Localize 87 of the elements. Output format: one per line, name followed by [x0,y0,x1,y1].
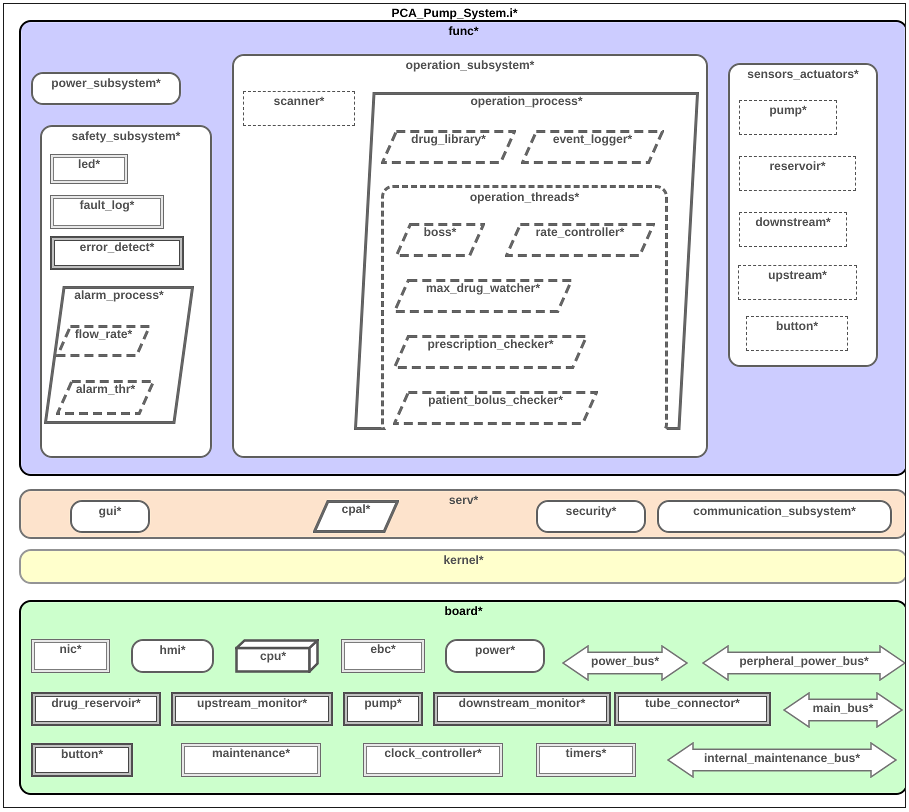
rounded-box [445,639,545,673]
node-label: sensors_actuators* [747,66,859,82]
dashed-box [738,265,857,300]
layer-panel [19,549,905,584]
node-label: safety_subsystem* [72,128,180,144]
node-label: max_drug_watcher* [426,280,540,296]
node-label: scanner* [274,93,324,109]
node-label: button* [776,318,818,334]
dashed-rounded-box [381,185,668,430]
beveled-box [341,639,425,673]
beveled-box [31,743,133,777]
node-label: timers* [566,745,606,761]
node-label: reservoir* [769,158,826,174]
node-label: event_logger* [552,131,632,147]
beveled-box [536,743,636,777]
rounded-box [728,63,878,367]
node-label: boss* [424,224,456,240]
node-label: pump* [769,102,807,118]
node-label: cpal* [342,501,370,517]
node-label: clock_controller* [384,745,482,761]
beveled-box [50,236,184,270]
node-label: operation_threads* [470,189,580,205]
node-label: ebc* [370,641,396,657]
node-label: rate_controller* [536,224,624,240]
node-label: serv* [448,492,478,508]
beveled-box [31,639,110,673]
node-label: prescription_checker* [427,336,554,352]
node-label: operation_subsystem* [406,57,534,73]
beveled-box [50,154,128,184]
node-label: patient_bolus_checker* [428,392,563,408]
rounded-box [40,125,212,458]
rounded-box [131,639,214,673]
beveled-box [363,743,503,777]
node-label: downstream* [755,214,831,230]
node-label: flow_rate* [74,326,132,342]
node-label: hmi* [159,642,186,658]
node-label: kernel* [443,552,484,568]
node-label: board* [444,603,482,619]
node-label: main_bus* [812,700,874,716]
node-label: pump* [364,695,402,711]
node-label: communication_subsystem* [693,503,856,519]
beveled-box [614,692,771,726]
beveled-box [433,692,611,726]
node-label: led* [78,156,100,172]
node-label: maintenance* [212,745,290,761]
node-label: operation_process* [470,93,583,109]
node-label: drug_library* [411,131,486,147]
node-label: nic* [59,641,82,657]
layer-panel [19,20,905,476]
dashed-box [739,156,856,191]
beveled-box [31,692,161,726]
layer-panel [19,489,905,539]
rounded-box [70,500,150,533]
rounded-box [657,500,892,533]
node-label: error_detect* [80,239,154,255]
beveled-box [50,195,164,229]
rounded-box [232,54,708,458]
node-label: perpheral_power_bus* [739,653,869,669]
dashed-box [746,316,848,351]
node-label: power* [474,642,515,658]
node-label: power_subsystem* [51,75,161,91]
rounded-box [536,500,646,533]
system-frame [3,3,906,808]
dashed-box [243,91,355,126]
node-label: downstream_monitor* [458,695,586,711]
node-label: upstream_monitor* [196,695,308,711]
node-label: power_bus* [590,653,659,669]
dashed-box [739,212,847,247]
node-label: button* [61,746,103,762]
node-label: alarm_process* [74,287,164,303]
node-label: cpu* [260,648,286,664]
node-label: fault_log* [80,197,134,213]
node-label: security* [566,503,616,519]
node-label: drug_reservoir* [51,695,141,711]
node-label: internal_maintenance_bus* [704,750,860,766]
node-label: tube_connector* [645,695,740,711]
node-label: PCA_Pump_System.i* [391,5,518,21]
layer-panel [19,600,905,795]
beveled-box [171,692,333,726]
beveled-box [343,692,423,726]
rounded-box [31,72,181,105]
node-label: func* [448,23,478,39]
dashed-box [739,100,837,135]
node-label: alarm_thr* [76,381,136,397]
beveled-box [181,743,321,777]
node-label: upstream* [768,267,827,283]
node-label: gui* [98,503,122,519]
